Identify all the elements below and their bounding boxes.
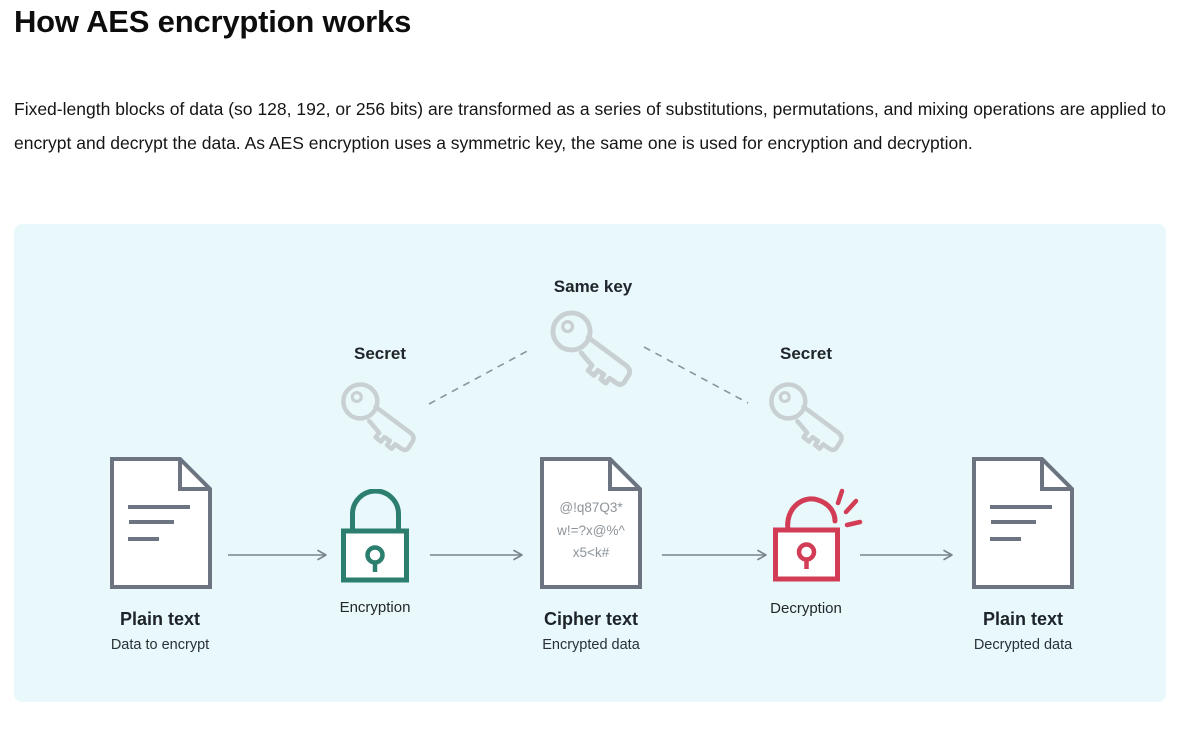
document-icon bbox=[972, 457, 1074, 589]
secret-right-label: Secret bbox=[780, 344, 832, 363]
cipher-text-title: Cipher text bbox=[543, 609, 639, 629]
same-key-label: Same key bbox=[553, 277, 633, 296]
document-icon bbox=[110, 457, 212, 589]
arrow-right-icon-2 bbox=[430, 548, 524, 562]
secret-left-label: Secret bbox=[354, 344, 406, 363]
dashed-connector-left-icon bbox=[426, 344, 534, 408]
plain-text-right-title: Plain text bbox=[982, 609, 1064, 629]
plain-text-document-right bbox=[970, 455, 1076, 591]
dashed-connector-right-icon bbox=[641, 342, 751, 408]
document-icon bbox=[540, 457, 642, 589]
encryption-lock-closed-icon bbox=[341, 489, 409, 583]
plain-text-right-subtitle: Decrypted data bbox=[973, 637, 1073, 653]
cipher-text-subtitle: Encrypted data bbox=[542, 637, 640, 653]
plain-text-left-title: Plain text bbox=[119, 609, 201, 629]
arrow-right-icon-4 bbox=[860, 548, 954, 562]
intro-paragraph: Fixed-length blocks of data (so 128, 192… bbox=[14, 99, 1166, 153]
plain-text-left-subtitle: Data to encrypt bbox=[110, 637, 210, 653]
plain-text-document-left bbox=[108, 455, 214, 591]
arrow-right-icon-3 bbox=[662, 548, 768, 562]
arrow-right-icon-1 bbox=[228, 548, 328, 562]
same-key-icon bbox=[546, 308, 640, 390]
cipher-line-3: x5<k# bbox=[572, 545, 610, 560]
decryption-label: Decryption bbox=[770, 600, 842, 617]
cipher-line-2: w!=?x@%^ bbox=[557, 522, 625, 538]
cipher-text-content: @!q87Q3* w!=?x@%^ x5<k# bbox=[538, 497, 644, 565]
decryption-lock-open-icon bbox=[773, 488, 865, 584]
secret-key-right-icon bbox=[765, 380, 851, 455]
secret-key-left-icon bbox=[337, 380, 423, 455]
aes-diagram-panel: Same key Secret Secret bbox=[14, 224, 1166, 702]
encryption-label: Encryption bbox=[339, 599, 411, 616]
page-title: How AES encryption works bbox=[14, 4, 412, 39]
cipher-text-document: @!q87Q3* w!=?x@%^ x5<k# bbox=[538, 455, 644, 591]
cipher-line-1: @!q87Q3* bbox=[559, 500, 623, 515]
